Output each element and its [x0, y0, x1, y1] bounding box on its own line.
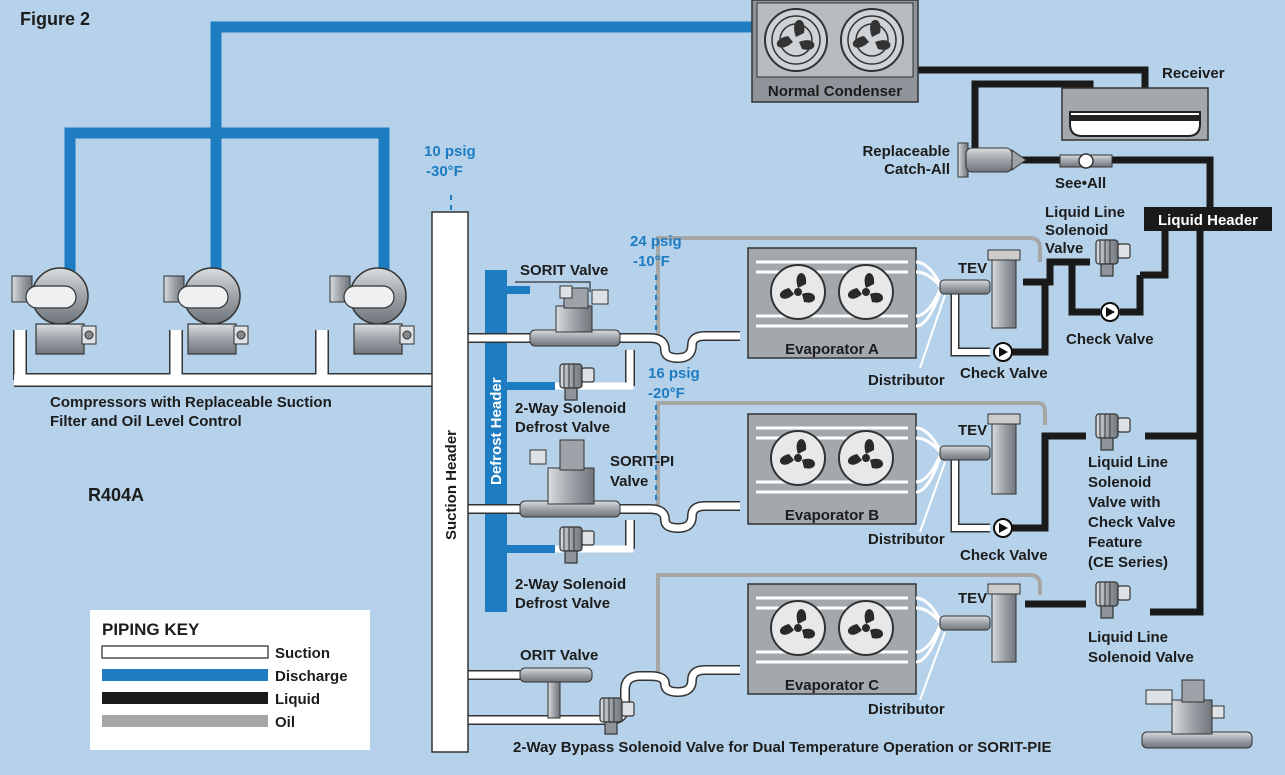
llsv-a-label-2: Solenoid	[1045, 222, 1108, 239]
piping-key-title: PIPING KEY	[102, 620, 200, 639]
evaporator-b-label: Evaporator B	[785, 507, 879, 524]
defrost-header-bar	[485, 270, 507, 612]
compressors-caption-2: Filter and Oil Level Control	[50, 413, 242, 430]
key-liquid: Liquid	[275, 691, 320, 708]
discharge-piping	[64, 21, 752, 295]
key-discharge: Discharge	[275, 668, 348, 685]
suction-header-label: Suction Header	[443, 430, 460, 540]
oil-piping	[656, 236, 1047, 676]
check-valve-b-label: Check Valve	[960, 547, 1048, 564]
distributor-c-label: Distributor	[868, 701, 945, 718]
orit-valve	[519, 667, 593, 719]
evaporator-c: Evaporator C	[747, 583, 917, 695]
tev-c	[939, 583, 1021, 663]
check-valve-a1	[1100, 302, 1120, 322]
defrost-header-label: Defrost Header	[488, 377, 505, 485]
check-valve-a2	[993, 342, 1013, 362]
sorit-pi-label-1: SORIT-PI	[610, 453, 674, 470]
compressor-3	[329, 267, 415, 355]
evap-b-pressure-label: 16 psig	[648, 365, 700, 382]
sorit-pi-label-2: Valve	[610, 473, 648, 490]
tev-b	[939, 413, 1021, 495]
key-suction: Suction	[275, 645, 330, 662]
evaporator-c-label: Evaporator C	[785, 677, 879, 694]
distributor-b-label: Distributor	[868, 531, 945, 548]
evap-a-pressure-label: 24 psig	[630, 233, 682, 250]
defrost-1-label-1: 2-Way Solenoid	[515, 400, 626, 417]
tev-c-label: TEV	[958, 590, 987, 607]
liquid-header-label: Liquid Header	[1158, 212, 1258, 229]
filter-label-2: Catch-All	[884, 161, 950, 178]
see-all-sight-glass: See•All	[1055, 153, 1113, 192]
llsv-b-label-3: Valve with	[1088, 494, 1161, 511]
liquid-header-box	[1144, 207, 1272, 231]
piping-key: PIPING KEY Suction Discharge Liquid Oil	[90, 610, 370, 750]
orit-valve-label: ORIT Valve	[520, 647, 598, 664]
llsv-a-label-1: Liquid Line	[1045, 204, 1125, 221]
sorit-pi-valve	[519, 439, 621, 518]
suction-header	[431, 211, 469, 753]
llsv-b-label-1: Liquid Line	[1088, 454, 1168, 471]
defrost-solenoid-valve-2	[559, 526, 595, 564]
see-all-label: See•All	[1055, 175, 1106, 192]
llsv-b-label-2: Solenoid	[1088, 474, 1151, 491]
bypass-label: 2-Way Bypass Solenoid Valve for Dual Tem…	[513, 739, 1051, 756]
evaporator-b: Evaporator B	[747, 413, 917, 525]
normal-condenser: Normal Condenser	[751, 0, 919, 103]
llsv-c-label-2: Solenoid Valve	[1088, 649, 1194, 666]
llsv-a-label-3: Valve	[1045, 240, 1083, 257]
condenser-label: Normal Condenser	[768, 83, 902, 100]
receiver: Receiver	[1061, 65, 1225, 141]
tev-a-label: TEV	[958, 260, 987, 277]
defrost-solenoid-valve-1	[559, 363, 595, 401]
tev-b-label: TEV	[958, 422, 987, 439]
figure-title: Figure 2	[20, 9, 90, 29]
catch-all-filter: Replaceable Catch-All	[862, 142, 1027, 178]
sorit-pie-valve	[1141, 679, 1253, 749]
refrigerant-label: R404A	[88, 485, 144, 505]
receiver-label: Receiver	[1162, 65, 1225, 82]
suction-temp-label: -30°F	[426, 163, 463, 180]
sorit-valve	[529, 285, 621, 347]
compressors-caption-1: Compressors with Replaceable Suction	[50, 394, 332, 411]
liquid-line-solenoid-a	[1095, 239, 1131, 277]
liquid-line-solenoid-b	[1095, 413, 1131, 451]
llsv-b-label-4: Check Valve	[1088, 514, 1176, 531]
sorit-valve-label: SORIT Valve	[520, 262, 608, 279]
tev-a	[939, 249, 1021, 329]
check-valve-a2-label: Check Valve	[960, 365, 1048, 382]
liquid-line-solenoid-c	[1095, 581, 1131, 619]
bypass-solenoid-valve	[599, 697, 635, 735]
evap-b-temp-label: -20°F	[648, 385, 685, 402]
llsv-b-label-5: Feature	[1088, 534, 1142, 551]
defrost-2-label-1: 2-Way Solenoid	[515, 576, 626, 593]
llsv-b-label-6: (CE Series)	[1088, 554, 1168, 571]
filter-label-1: Replaceable	[862, 143, 950, 160]
suction-pressure-label: 10 psig	[424, 143, 476, 160]
defrost-1-label-2: Defrost Valve	[515, 419, 610, 436]
distributor-a-label: Distributor	[868, 372, 945, 389]
key-oil: Oil	[275, 714, 295, 731]
evaporator-a: Evaporator A	[747, 247, 917, 359]
defrost-2-label-2: Defrost Valve	[515, 595, 610, 612]
evap-a-temp-label: -10°F	[633, 253, 670, 270]
check-valve-b	[993, 518, 1013, 538]
evaporator-a-label: Evaporator A	[785, 341, 879, 358]
llsv-c-label-1: Liquid Line	[1088, 629, 1168, 646]
check-valve-a1-label: Check Valve	[1066, 331, 1154, 348]
